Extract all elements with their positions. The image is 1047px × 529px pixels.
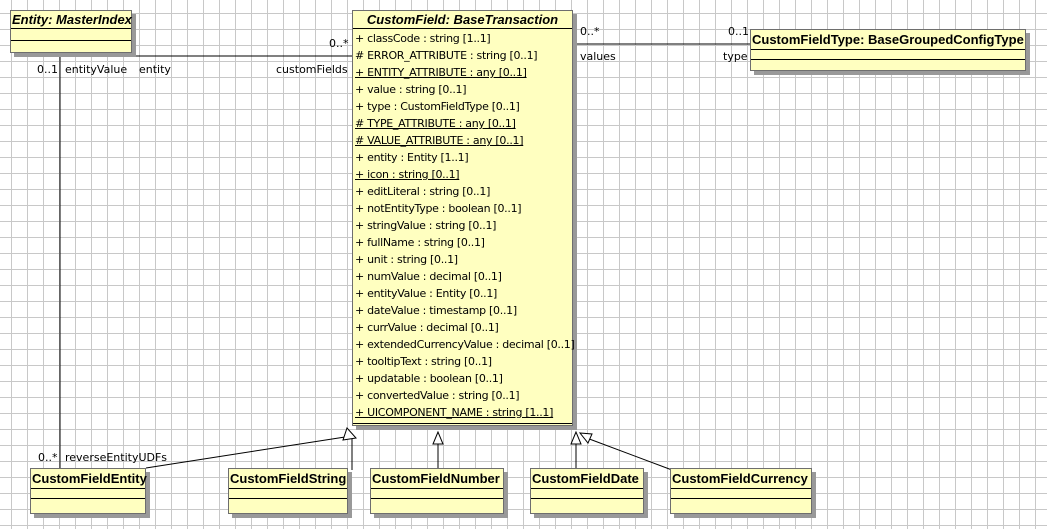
attribute-row[interactable]: # VALUE_ATTRIBUTE : any [0..1]: [355, 134, 524, 147]
mult-custom-fields: 0..*: [329, 37, 349, 50]
attributes-compartment: [11, 29, 131, 41]
attribute-row[interactable]: + extendedCurrencyValue : decimal [0..1]: [355, 338, 575, 351]
class-custom-field-number[interactable]: CustomFieldNumber: [370, 468, 508, 518]
generalization-arrow-right: [570, 430, 582, 445]
attribute-row[interactable]: + currValue : decimal [0..1]: [355, 321, 499, 334]
class-title: CustomFieldString: [229, 469, 347, 489]
role-type: type: [723, 50, 748, 63]
attribute-row[interactable]: + classCode : string [1..1]: [355, 32, 491, 45]
role-reverse-entity-udfs: reverseEntityUDFs: [65, 451, 168, 464]
attribute-row[interactable]: + updatable : boolean [0..1]: [355, 372, 503, 385]
class-custom-field-string[interactable]: CustomFieldString: [228, 468, 352, 518]
class-custom-field-entity[interactable]: CustomFieldEntity: [30, 468, 150, 518]
attribute-row[interactable]: + ENTITY_ATTRIBUTE : any [0..1]: [355, 66, 527, 79]
attribute-row[interactable]: # TYPE_ATTRIBUTE : any [0..1]: [355, 117, 516, 130]
attribute-row[interactable]: # ERROR_ATTRIBUTE : string [0..1]: [355, 49, 538, 62]
class-custom-field-currency[interactable]: CustomFieldCurrency: [670, 468, 816, 518]
generalization-arrow-left: [342, 427, 357, 441]
attributes-compartment: [531, 489, 643, 499]
attribute-row[interactable]: + notEntityType : boolean [0..1]: [355, 202, 522, 215]
class-title: CustomField: BaseTransaction: [353, 11, 572, 29]
class-master-index[interactable]: Entity: MasterIndex: [10, 10, 136, 57]
mult-values: 0..*: [580, 25, 600, 38]
attribute-row[interactable]: + tooltipText : string [0..1]: [355, 355, 492, 368]
attributes-compartment: [671, 489, 811, 499]
role-entity-value: entityValue: [65, 63, 128, 76]
attribute-row[interactable]: + entity : Entity [1..1]: [355, 151, 469, 164]
class-title: CustomFieldDate: [531, 469, 643, 489]
attributes-compartment: [751, 50, 1025, 60]
class-custom-field[interactable]: CustomField: BaseTransaction + classCode…: [352, 10, 577, 430]
attributes-compartment: + classCode : string [1..1] # ERROR_ATTRI…: [353, 29, 575, 424]
role-custom-fields: customFields: [276, 63, 348, 76]
attribute-row[interactable]: + numValue : decimal [0..1]: [355, 270, 502, 283]
role-values: values: [580, 50, 616, 63]
attributes-compartment: [229, 489, 347, 499]
attribute-row[interactable]: + stringValue : string [0..1]: [355, 219, 497, 232]
mult-type: 0..1: [728, 25, 749, 38]
class-title: CustomFieldType: BaseGroupedConfigType: [751, 30, 1025, 50]
class-title: Entity: MasterIndex: [11, 12, 132, 29]
attribute-row[interactable]: + fullName : string [0..1]: [355, 236, 485, 249]
attributes-compartment: [31, 489, 145, 499]
class-title: CustomFieldCurrency: [671, 469, 811, 489]
mult-master-index: 0..1: [37, 63, 58, 76]
attribute-row[interactable]: + convertedValue : string [0..1]: [355, 389, 520, 402]
class-custom-field-date[interactable]: CustomFieldDate: [530, 468, 648, 518]
mult-reverse: 0..*: [38, 451, 58, 464]
attribute-row[interactable]: + editLiteral : string [0..1]: [355, 185, 491, 198]
generalization-arrow-right-2: [578, 432, 593, 444]
attribute-row[interactable]: + entityValue : Entity [0..1]: [355, 287, 498, 300]
attribute-row[interactable]: + dateValue : timestamp [0..1]: [355, 304, 517, 317]
class-custom-field-type[interactable]: CustomFieldType: BaseGroupedConfigType: [750, 29, 1030, 75]
attribute-row[interactable]: + unit : string [0..1]: [355, 253, 458, 266]
attribute-row[interactable]: + icon : string [0..1]: [355, 168, 460, 181]
generalization-arrow-number: [432, 430, 444, 445]
generalization-entity[interactable]: [145, 436, 346, 469]
role-entity: entity: [139, 63, 171, 76]
attribute-row[interactable]: + type : CustomFieldType [0..1]: [355, 100, 520, 113]
attribute-row[interactable]: + value : string [0..1]: [355, 83, 467, 96]
attributes-compartment: [371, 489, 503, 499]
class-title: CustomFieldEntity: [31, 469, 147, 489]
attribute-row[interactable]: + UICOMPONENT_NAME : string [1..1]: [355, 406, 554, 419]
generalization-currency[interactable]: [583, 436, 673, 471]
class-title: CustomFieldNumber: [371, 469, 503, 489]
